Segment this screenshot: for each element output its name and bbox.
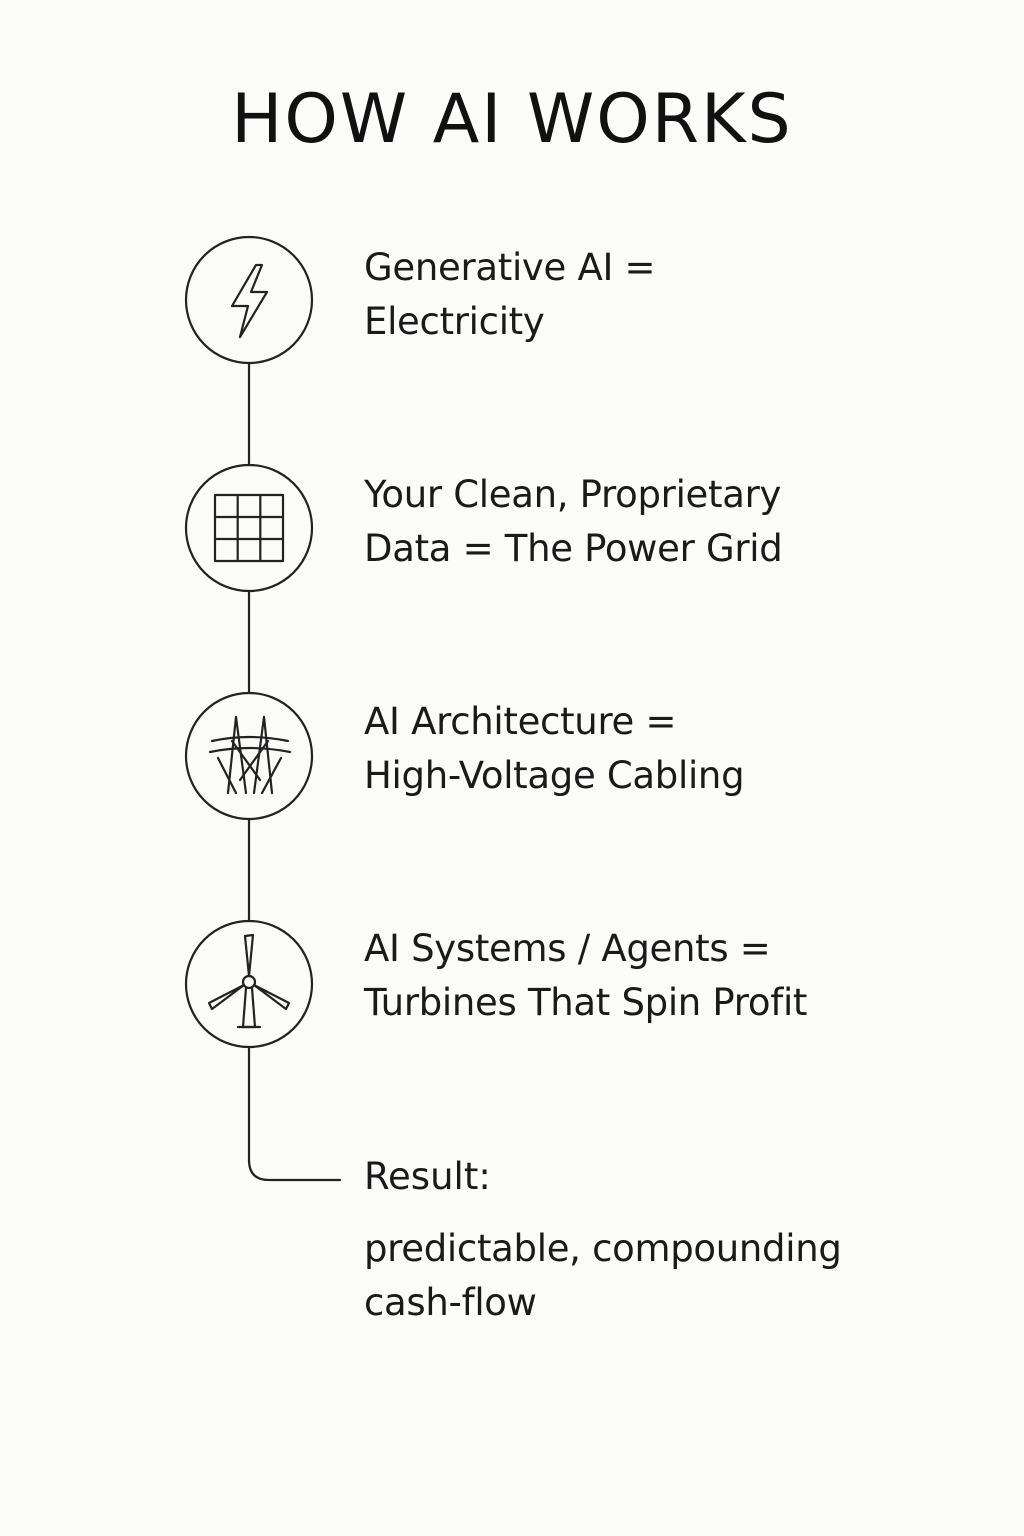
- step-2-text: Your Clean, Proprietary Data = The Power…: [364, 468, 783, 576]
- step-4-line-2: Turbines That Spin Profit: [364, 981, 808, 1024]
- step-1-line-1: Generative AI =: [364, 246, 656, 289]
- step-2-line-1: Your Clean, Proprietary: [364, 473, 782, 516]
- result-label: Result:: [364, 1155, 491, 1198]
- step-1-line-2: Electricity: [364, 300, 545, 343]
- result-connector: [247, 1045, 342, 1182]
- step-4-line-1: AI Systems / Agents =: [364, 927, 771, 970]
- step-3-line-2: High-Voltage Cabling: [364, 754, 745, 797]
- result-text: predictable, compounding cash-flow: [364, 1222, 842, 1330]
- grid-icon: [184, 463, 314, 593]
- step-1-text: Generative AI = Electricity: [364, 241, 656, 349]
- wind-turbine-icon: [184, 919, 314, 1049]
- lightning-bolt-icon: [184, 235, 314, 365]
- result-line-1: predictable, compounding: [364, 1227, 842, 1270]
- page-title: HOW AI WORKS: [231, 80, 793, 159]
- step-3-line-1: AI Architecture =: [364, 700, 677, 743]
- step-2-line-2: Data = The Power Grid: [364, 527, 783, 570]
- step-4-text: AI Systems / Agents = Turbines That Spin…: [364, 922, 807, 1030]
- power-pylon-icon: [184, 691, 314, 821]
- step-3-text: AI Architecture = High-Voltage Cabling: [364, 695, 745, 803]
- result-line-2: cash-flow: [364, 1281, 537, 1324]
